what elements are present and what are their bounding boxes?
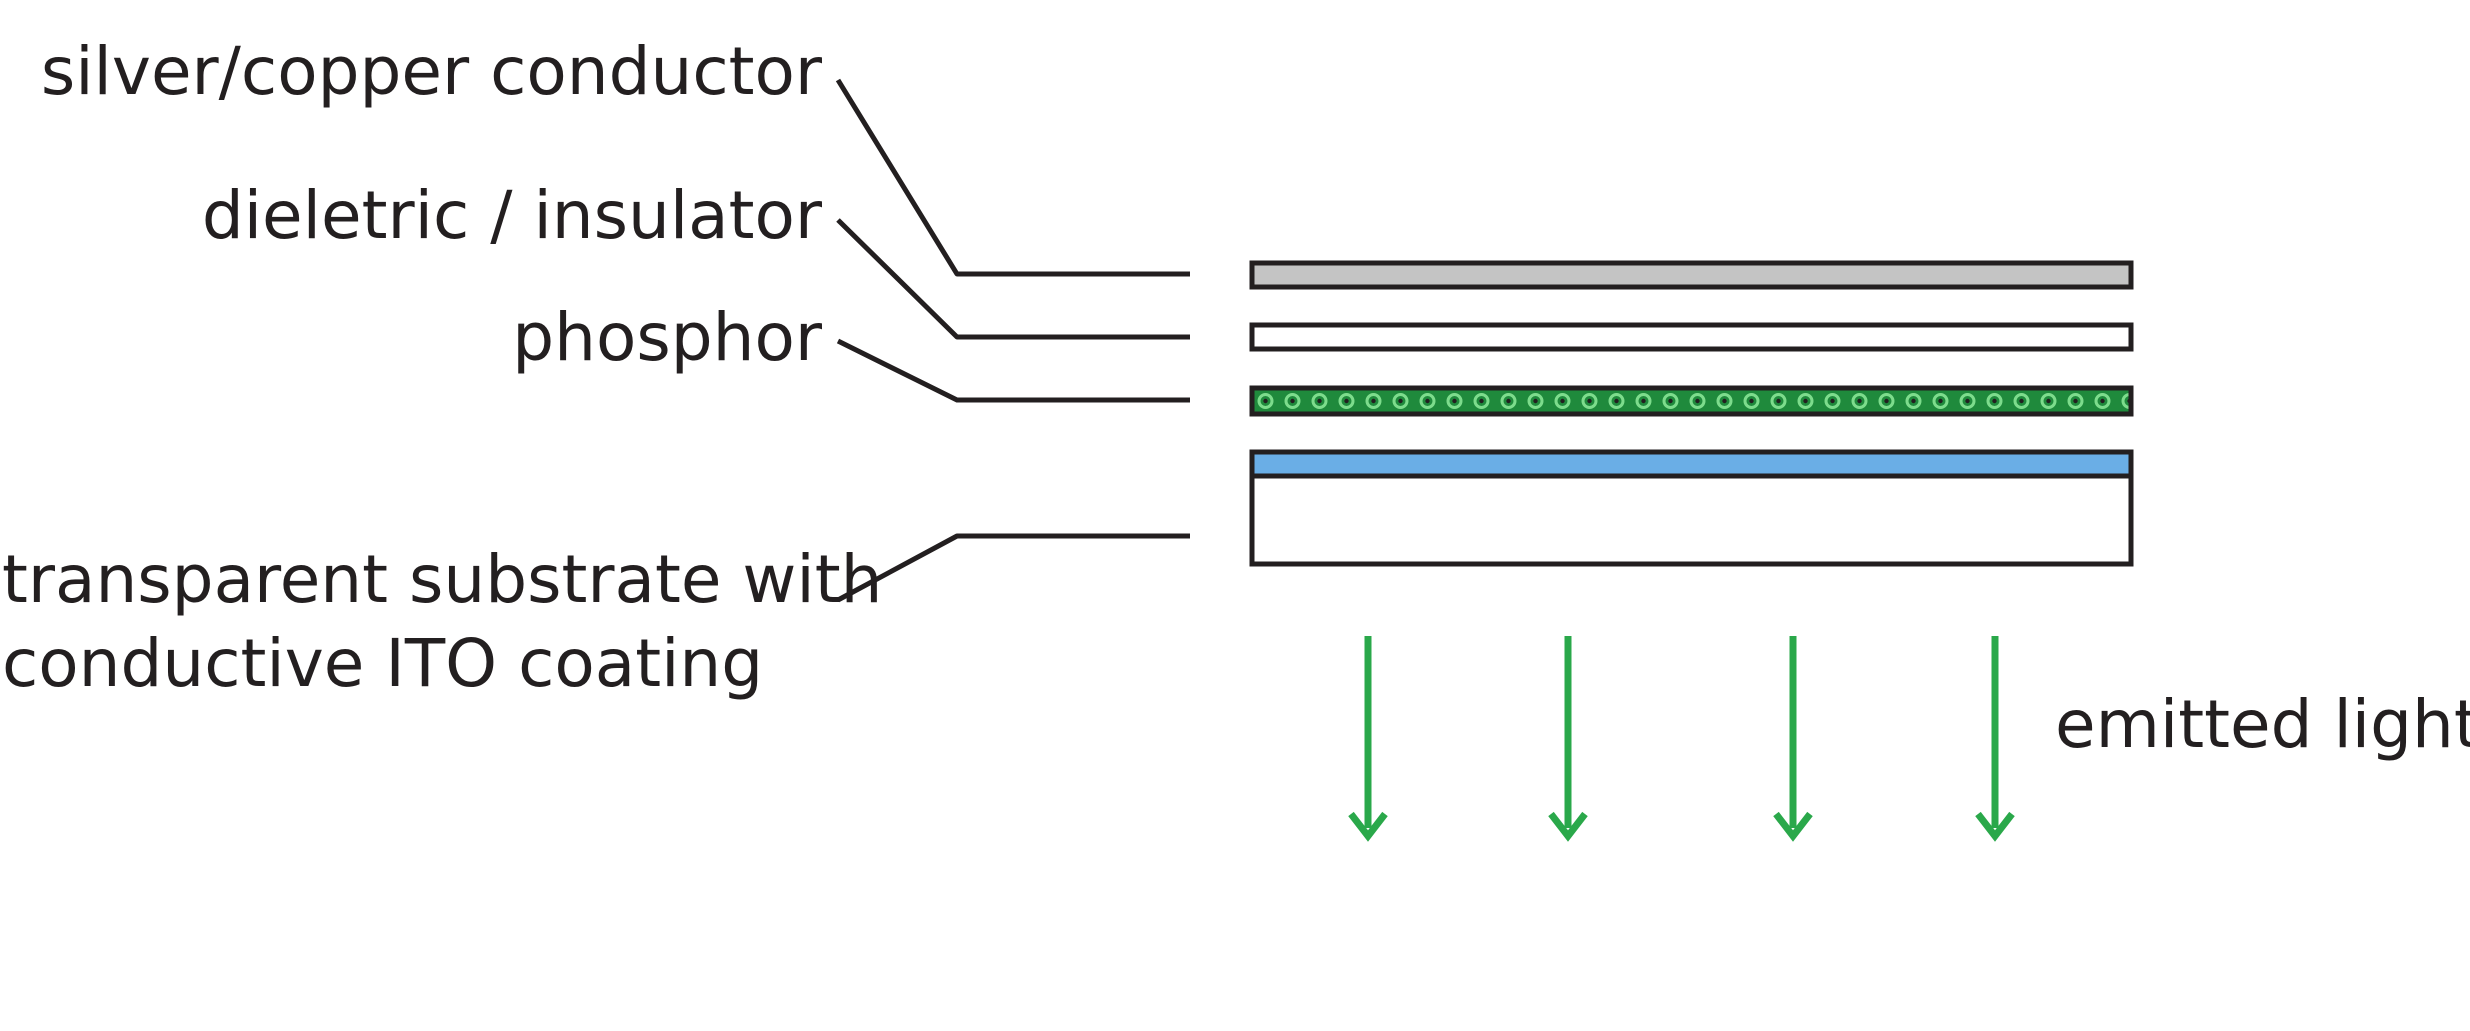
- arrow-head: [1348, 811, 1388, 842]
- conductor-layer: [1249, 260, 2134, 290]
- leader-line-conductor: [835, 78, 1190, 277]
- label-phosphor: phosphor: [512, 299, 823, 376]
- phosphor-layer: [1249, 385, 2134, 417]
- transparent-substrate-layer: [1249, 473, 2134, 567]
- arrow-head: [1773, 811, 1813, 842]
- arrow-head: [1548, 811, 1588, 842]
- emitted-light-arrow: [1548, 636, 1588, 842]
- leader-line-phosphor: [836, 338, 1190, 403]
- label-conductor: silver/copper conductor: [41, 33, 823, 110]
- dielectric-layer: [1249, 322, 2134, 352]
- label-dielectric: dieletric / insulator: [202, 177, 823, 254]
- ito-coating-layer: [1249, 449, 2134, 479]
- label-substrate-line-2: conductive ITO coating: [2, 625, 763, 702]
- label-emitted-light: emitted light: [2055, 686, 2470, 763]
- emitted-light-arrows: [1348, 636, 2015, 842]
- emitted-light-arrow: [1773, 636, 1813, 842]
- leader-line-substrate: [836, 533, 1190, 603]
- arrow-head: [1975, 811, 2015, 842]
- emitted-light-arrow: [1348, 636, 1388, 842]
- leader-line-dielectric: [836, 218, 1190, 340]
- emitted-light-arrow: [1975, 636, 2015, 842]
- label-substrate-line-1: transparent substrate with: [2, 541, 882, 618]
